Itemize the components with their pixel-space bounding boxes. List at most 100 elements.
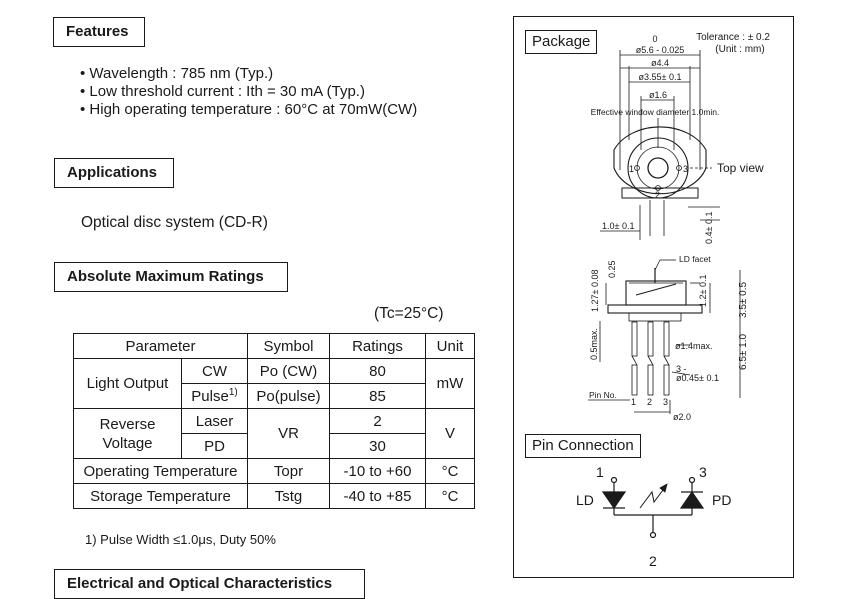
pc-ld-label: LD — [576, 492, 594, 508]
ratings-condition: (Tc=25°C) — [374, 305, 444, 322]
dim-355: ø3.55± 0.1 — [639, 72, 682, 82]
cell-vr: VR — [247, 408, 330, 459]
unit-text: (Unit : mm) — [715, 44, 764, 55]
pc-n2: 2 — [649, 553, 657, 569]
dim-44: ø4.4 — [651, 58, 669, 68]
ratings-heading: Absolute Maximum Ratings — [54, 262, 288, 292]
top-view-label: Top view — [717, 161, 764, 175]
dim-12: 1.2± 0.1 — [698, 275, 708, 307]
cell-laser: Laser — [181, 408, 248, 434]
side-pin — [647, 321, 654, 357]
side-pin — [663, 321, 670, 357]
cell-val-cw: 80 — [329, 358, 426, 384]
tolerance-text: Tolerance : ± 0.2 — [696, 32, 770, 43]
cell-st-temp: Storage Temperature — [73, 483, 248, 509]
pd-diode-symbol — [679, 490, 705, 509]
pc-n3: 3 — [699, 464, 707, 480]
top-view-window — [647, 157, 669, 179]
ld-facet-leader — [654, 259, 661, 271]
pin-break — [631, 355, 670, 366]
side-pin — [631, 321, 638, 357]
dim-10: 1.0± 0.1 — [602, 221, 634, 231]
feature-bullet-temperature: • High operating temperature : 60°C at 7… — [80, 101, 418, 118]
dim-zero: 0 — [652, 34, 657, 44]
ld-facet-label: LD facet — [679, 254, 711, 264]
cell-reverse-voltage: Reverse Voltage — [73, 408, 182, 459]
leader — [671, 371, 691, 376]
side-pin — [663, 364, 670, 396]
dim-20: ø2.0 — [673, 412, 691, 422]
cell-unit-v: V — [425, 408, 475, 459]
cell-unit-c-st: °C — [425, 483, 475, 509]
dim-05max: 0.5max. — [589, 328, 599, 360]
side-pin — [647, 364, 654, 396]
top-pin3-label: 3 — [683, 164, 688, 174]
pin-no-label: Pin No. — [589, 390, 617, 400]
feature-bullet-threshold: • Low threshold current : Ith = 30 mA (T… — [80, 83, 365, 100]
cell-tstg: Tstg — [247, 483, 330, 509]
side-pin — [631, 364, 638, 396]
pin-row-2: 2 — [647, 397, 652, 407]
pin-row-3: 3 — [663, 397, 668, 407]
feature-bullet-wavelength: • Wavelength : 785 nm (Typ.) — [80, 65, 274, 82]
pin3-terminal — [688, 476, 696, 484]
cell-pulse-label: Pulse — [191, 388, 229, 405]
pin-connection-heading: Pin Connection — [525, 434, 641, 458]
ratings-footnote: 1) Pulse Width ≤1.0μs, Duty 50% — [85, 532, 276, 547]
pin-row-1: 1 — [631, 397, 636, 407]
ratings-table: Parameter Symbol Ratings Unit Light Outp… — [73, 333, 475, 509]
cell-cw: CW — [181, 358, 248, 384]
cell-st-range: -40 to +85 — [329, 483, 426, 509]
top-view-pin2 — [655, 185, 661, 191]
pin-connection-schematic — [601, 476, 705, 539]
top-pin2-label: 2 — [655, 190, 660, 200]
side-view-base — [628, 312, 682, 322]
cell-pd: PD — [181, 433, 248, 459]
side-view-flange — [607, 304, 703, 314]
top-view-base — [621, 187, 699, 199]
ld-facet-line — [635, 283, 677, 296]
top-view-pin1 — [634, 165, 640, 171]
package-panel — [513, 16, 794, 578]
window-text: Effective window diameter 1.0min. — [591, 107, 720, 117]
package-heading: Package — [525, 30, 598, 54]
pin2-terminal — [649, 531, 657, 539]
dim-35: 3.5± 0.5 — [738, 281, 749, 318]
cell-light-output: Light Output — [73, 358, 182, 409]
table-row: PD 30 — [74, 433, 475, 459]
dim-04: 0.4± 0.1 — [704, 212, 714, 244]
dim-127: 1.27± 0.08 — [590, 270, 600, 312]
pin1-terminal — [610, 476, 618, 484]
dim-045: ø0.45± 0.1 — [676, 373, 719, 383]
dim-3: 3 - — [676, 364, 687, 374]
cell-pulse: Pulse1) — [181, 383, 248, 409]
table-row: Operating Temperature Topr -10 to +60 °C — [73, 458, 475, 484]
cell-topr: Topr — [247, 458, 330, 484]
top-view-inner-ring — [636, 146, 680, 190]
side-view-cap — [625, 280, 687, 306]
table-row: Storage Temperature Tstg -40 to +85 °C — [73, 483, 475, 509]
header-symbol: Symbol — [247, 333, 330, 359]
features-heading: Features — [53, 17, 145, 47]
table-row: Light Output CW Po (CW) 80 mW — [73, 358, 475, 409]
cell-unit-mw: mW — [425, 358, 475, 409]
applications-text: Optical disc system (CD-R) — [81, 214, 268, 231]
light-arrow — [639, 485, 667, 509]
light-arrow-head — [659, 483, 668, 493]
top-view-flange — [613, 126, 707, 195]
applications-heading: Applications — [54, 158, 174, 188]
ld-diode-symbol — [601, 491, 627, 510]
header-parameter: Parameter — [73, 333, 248, 359]
pulse-footnote-mark: 1) — [228, 387, 238, 398]
dim-14max: ø1.4max. — [675, 341, 713, 351]
dim-025: 0.25 — [607, 260, 617, 278]
dim-16: ø1.6 — [649, 90, 667, 100]
pc-n1: 1 — [596, 464, 604, 480]
table-header-row: Parameter Symbol Ratings Unit — [73, 333, 475, 359]
top-pin1-label: 1 — [629, 164, 634, 174]
dim-56: ø5.6 - 0.025 — [636, 45, 685, 55]
top-view-pin3 — [676, 165, 682, 171]
pc-pd-label: PD — [712, 492, 731, 508]
dim-65: 6.5± 1.0 — [738, 333, 749, 370]
